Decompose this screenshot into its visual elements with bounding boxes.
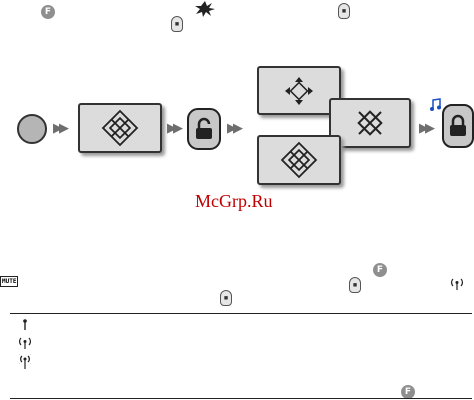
unlock-cross-panel bbox=[329, 98, 411, 148]
central-lock-panel bbox=[78, 103, 162, 153]
arrow-right-icon: ▶▶ bbox=[227, 121, 243, 136]
remote-fob-unlock-icon: ■ bbox=[220, 290, 232, 306]
direction-indicator-panel bbox=[257, 66, 341, 115]
central-lock-panel bbox=[257, 135, 341, 185]
ignition-button-icon bbox=[17, 114, 47, 144]
arrow-right-icon: ▶▶ bbox=[419, 121, 435, 136]
remote-fob-unlock-icon: ■ bbox=[171, 16, 183, 32]
direction-arrows-icon bbox=[285, 76, 313, 105]
remote-fob-unlock-icon bbox=[187, 108, 221, 150]
f-button-icon: F bbox=[41, 5, 55, 19]
remote-fob-lock-icon: ■ bbox=[338, 3, 350, 19]
remote-fob-unlock-icon: ■ bbox=[349, 277, 361, 293]
remote-fob-lock-icon bbox=[442, 104, 474, 148]
f-button-icon: F bbox=[373, 263, 387, 277]
arrow-right-icon: ▶▶ bbox=[167, 121, 183, 136]
cross-symbol-icon bbox=[357, 110, 383, 136]
alarm-flash-icon bbox=[193, 0, 217, 18]
mute-label-icon: MUTE bbox=[0, 276, 19, 287]
watermark-text: McGrp.Ru bbox=[195, 191, 273, 211]
section-divider bbox=[10, 398, 472, 399]
lock-symbol-icon bbox=[101, 109, 139, 147]
antenna-icon bbox=[451, 276, 463, 290]
f-button-icon: F bbox=[401, 385, 415, 399]
arrow-right-icon: ▶▶ bbox=[53, 121, 69, 136]
music-note-icon bbox=[428, 98, 442, 112]
section-divider bbox=[10, 313, 472, 314]
lock-symbol-icon bbox=[280, 141, 318, 179]
antenna-signal-icons bbox=[16, 318, 34, 370]
